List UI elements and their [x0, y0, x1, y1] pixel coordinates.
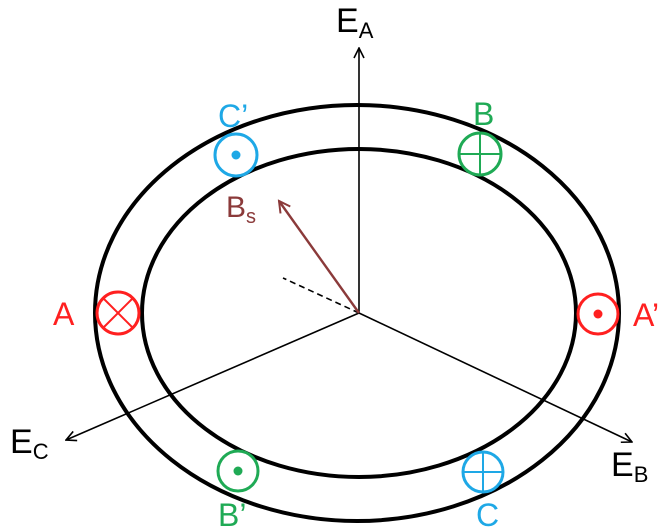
conductor-c: [461, 450, 505, 494]
axis-eb: [358, 312, 632, 442]
conductor-c-prime-label: C’: [218, 98, 248, 134]
conductor-b-prime: [216, 449, 260, 493]
conductor-c-prime: [213, 132, 259, 178]
conductor-a-prime: [576, 292, 620, 336]
conductor-a-prime-dot-icon: [593, 309, 603, 319]
axis-eb-label: EB: [611, 446, 648, 487]
conductor-b-prime-dot-icon: [233, 466, 243, 476]
field-vector-arrow: [279, 201, 360, 314]
axis-ea-subscript: A: [359, 18, 374, 43]
axis-ec-label: EC: [10, 423, 49, 464]
conductor-a-prime-label: A’: [633, 297, 659, 333]
conductor-b-prime-label: B’: [218, 497, 246, 530]
field-vector-label: Bs: [226, 191, 256, 228]
projection-dashed-line: [282, 277, 360, 314]
conductor-c-label: C: [476, 497, 499, 530]
conductor-c-prime-dot-icon: [231, 150, 241, 160]
axis-ec: [66, 312, 360, 440]
field-vector-subscript: s: [246, 206, 256, 228]
conductor-a-cross-icon-stroke: [102, 297, 134, 329]
conductor-b-label: B: [473, 96, 494, 132]
axis-ea-label: EA: [336, 2, 374, 43]
conductor-a: [95, 290, 141, 336]
conductor-b: [457, 131, 503, 177]
axis-eb-subscript: B: [634, 462, 649, 487]
axis-ec-subscript: C: [33, 439, 49, 464]
conductor-a-label: A: [53, 296, 75, 332]
